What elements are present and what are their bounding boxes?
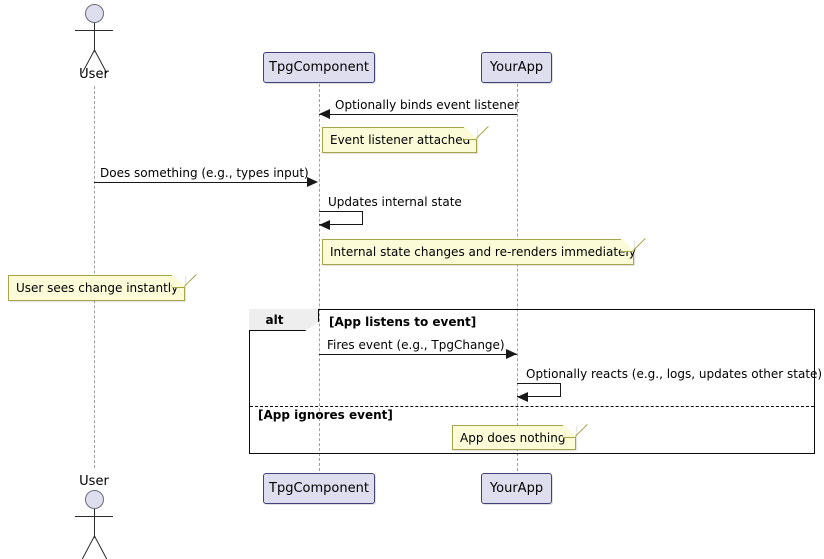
participant-tpgcomponent-bottom[interactable]: TpgComponent bbox=[263, 473, 375, 504]
message-line-2 bbox=[94, 182, 308, 183]
message-label-4: Fires event (e.g., TpgChange) bbox=[327, 338, 505, 352]
actor-arms-icon bbox=[75, 30, 113, 31]
participant-tpgcomponent-top[interactable]: TpgComponent bbox=[263, 52, 375, 83]
actor-head-icon bbox=[85, 4, 104, 23]
actor-body-icon bbox=[94, 23, 95, 52]
selfcall-loop-yourapp bbox=[517, 383, 561, 397]
lifeline-yourapp bbox=[517, 84, 518, 471]
message-label-2: Does something (e.g., types input) bbox=[100, 166, 309, 180]
alt-fragment-divider bbox=[250, 406, 814, 407]
message-line-4 bbox=[319, 354, 517, 355]
message-arrowhead-1 bbox=[319, 109, 330, 119]
message-line-1 bbox=[319, 114, 517, 115]
actor-label-top: User bbox=[79, 67, 109, 82]
actor-arms-icon bbox=[75, 516, 113, 517]
alt-fragment-box bbox=[249, 309, 815, 454]
message-arrowhead-3 bbox=[319, 220, 330, 230]
note-text-4: App does nothing bbox=[460, 430, 566, 445]
note-text-1: Event listener attached bbox=[330, 133, 471, 147]
message-label-1: Optionally binds event listener bbox=[335, 98, 520, 112]
note-fold-corner-icon bbox=[563, 424, 576, 438]
alt-fragment-guard-2: [App ignores event] bbox=[258, 408, 393, 422]
selfcall-loop-tpgcomponent bbox=[319, 211, 363, 225]
message-arrowhead-4 bbox=[506, 349, 517, 359]
message-arrowhead-5 bbox=[517, 392, 528, 402]
actor-leg-left-icon bbox=[81, 535, 95, 559]
message-label-3: Updates internal state bbox=[328, 195, 462, 209]
note-internal-state-changes: Internal state changes and re-renders im… bbox=[322, 238, 636, 265]
participant-yourapp-bottom[interactable]: YourApp bbox=[481, 473, 552, 504]
note-event-listener-attached: Event listener attached bbox=[322, 126, 477, 153]
note-app-does-nothing: App does nothing bbox=[452, 424, 576, 450]
actor-leg-right-icon bbox=[94, 535, 108, 559]
note-text-2: Internal state changes and re-renders im… bbox=[330, 245, 636, 259]
note-fold-corner-icon bbox=[464, 126, 477, 140]
actor-label-bottom: User bbox=[79, 474, 109, 489]
actor-head-icon bbox=[85, 490, 104, 509]
note-text-3: User sees change instantly bbox=[16, 281, 179, 295]
alt-fragment-guard-1: [App listens to event] bbox=[329, 315, 477, 329]
message-label-5: Optionally reacts (e.g., logs, updates o… bbox=[526, 367, 823, 381]
participant-yourapp-top[interactable]: YourApp bbox=[481, 52, 552, 83]
alt-fragment-operator-tab: alt bbox=[249, 309, 319, 331]
actor-body-icon bbox=[94, 509, 95, 538]
message-arrowhead-2 bbox=[307, 177, 318, 187]
note-user-sees-change-instantly: User sees change instantly bbox=[8, 274, 185, 301]
lifeline-tpgcomponent bbox=[319, 84, 320, 471]
note-fold-corner-icon bbox=[621, 238, 634, 252]
note-fold-corner-icon bbox=[172, 274, 185, 288]
